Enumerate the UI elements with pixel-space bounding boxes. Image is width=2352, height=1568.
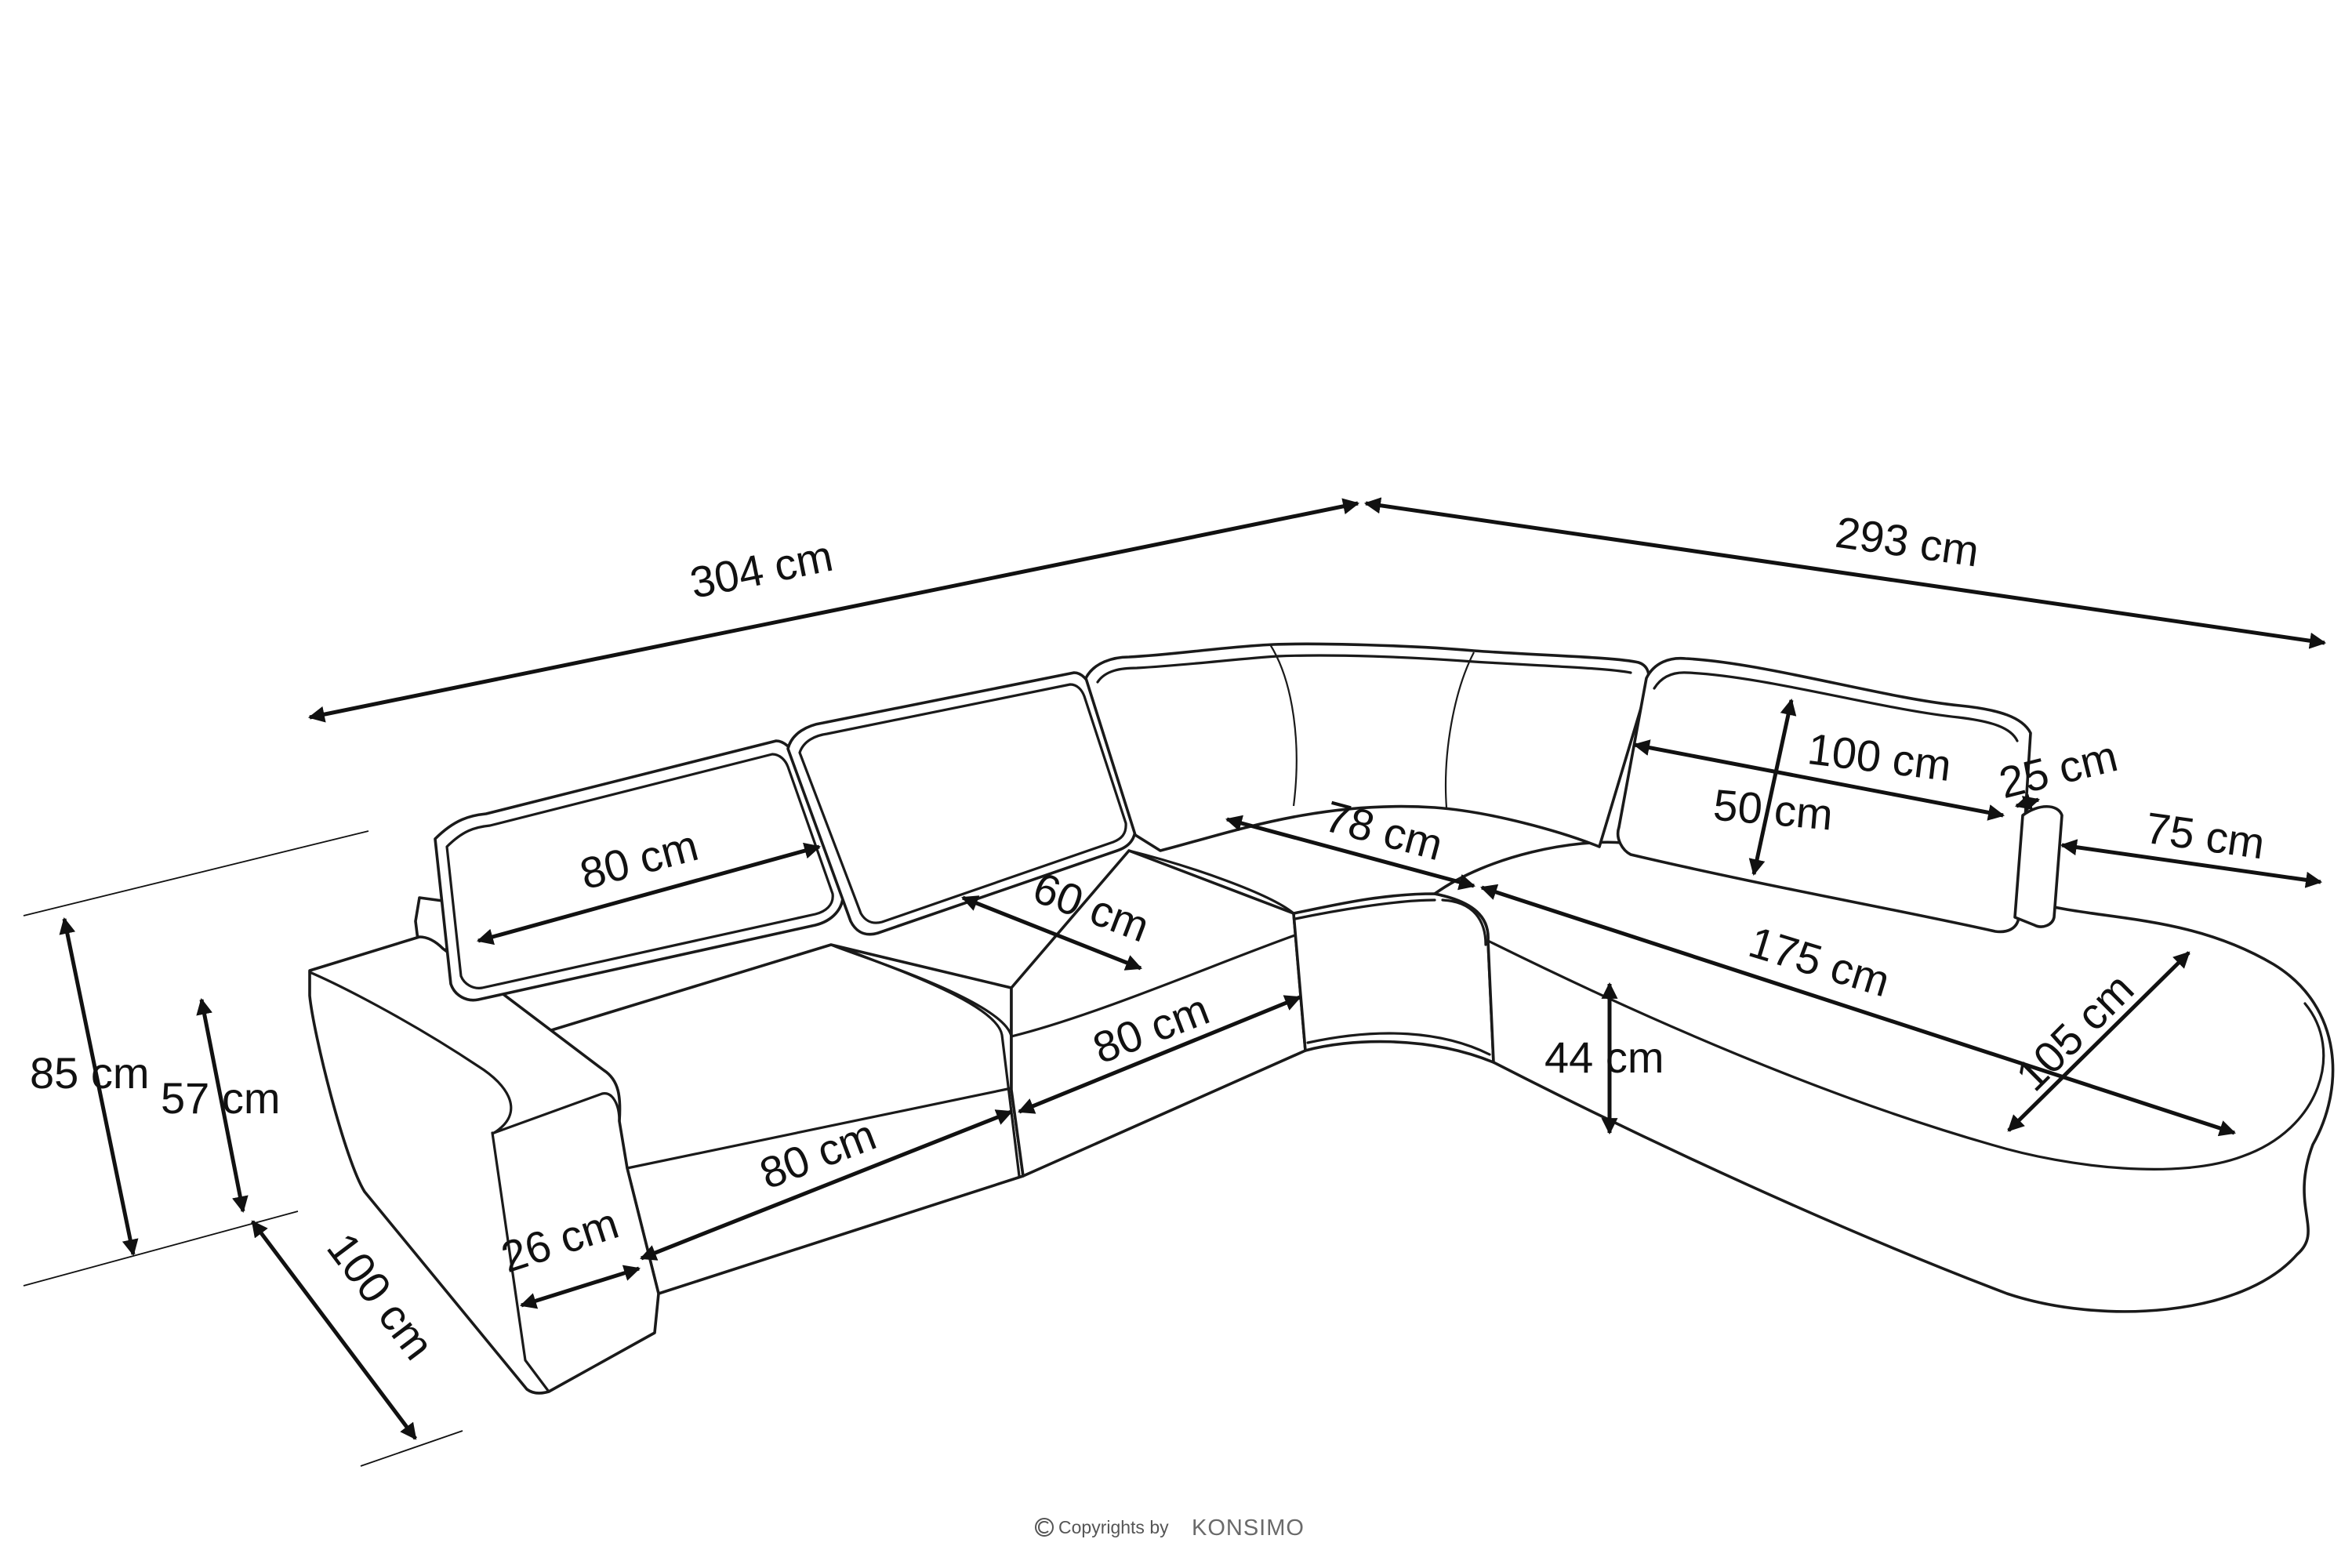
dim-line-25 xyxy=(2014,793,2041,812)
dim-line-80-front xyxy=(640,1109,1013,1261)
dimension-arrows xyxy=(59,497,2327,1440)
dim-line-50 xyxy=(1748,698,1797,877)
ext-bottom-85 xyxy=(23,1210,299,1287)
back-cushion-1-inner xyxy=(445,753,834,989)
copyright-icon xyxy=(1035,1518,1054,1537)
seat-divider-left-2 xyxy=(844,947,1021,1178)
ext-top-85 xyxy=(23,830,369,916)
dim-line-60 xyxy=(961,895,1142,971)
dim-line-78 xyxy=(1225,815,1476,891)
corner-seat xyxy=(1292,892,1495,1064)
dim-line-100-depth xyxy=(251,1220,417,1440)
copyright-text: Copyrights by xyxy=(1058,1517,1169,1537)
brand-logo: KONSIMO xyxy=(1192,1515,1305,1541)
label-44: 44 cm xyxy=(1544,1033,1664,1082)
ext-depth-bottom xyxy=(360,1430,463,1467)
label-57: 57 cm xyxy=(161,1073,281,1123)
left-armrest xyxy=(308,935,660,1395)
dim-line-293 xyxy=(1363,497,2327,649)
dim-line-304 xyxy=(307,498,1360,723)
left-armrest-top xyxy=(308,971,513,1134)
label-293: 293 cm xyxy=(1832,507,1982,576)
corner-backrest-seam-2 xyxy=(1444,652,1475,808)
dim-line-80-middle xyxy=(1018,995,1301,1114)
left-armrest-face xyxy=(492,1092,621,1134)
dim-line-100-cushion xyxy=(1632,739,2005,821)
label-50: 50 cm xyxy=(1711,780,1835,840)
back-cushion-3-inner xyxy=(1653,671,2019,742)
label-85: 85 cm xyxy=(30,1048,150,1098)
dim-line-85 xyxy=(59,916,139,1257)
dim-line-105 xyxy=(2007,951,2190,1132)
back-cushion-2-inner xyxy=(798,683,1127,924)
copyright-footer: Copyrights by KONSIMO xyxy=(1035,1515,1305,1541)
left-armrest-front xyxy=(491,1131,550,1393)
label-304: 304 cm xyxy=(686,531,837,608)
dim-line-75 xyxy=(2060,839,2323,888)
corner-seat-top xyxy=(1294,898,1436,920)
dim-line-26 xyxy=(519,1265,641,1309)
corner-seat-front xyxy=(1306,1032,1491,1056)
dim-line-80-back xyxy=(476,842,822,946)
side-cushion xyxy=(2013,805,2063,928)
dim-line-57 xyxy=(196,997,249,1214)
